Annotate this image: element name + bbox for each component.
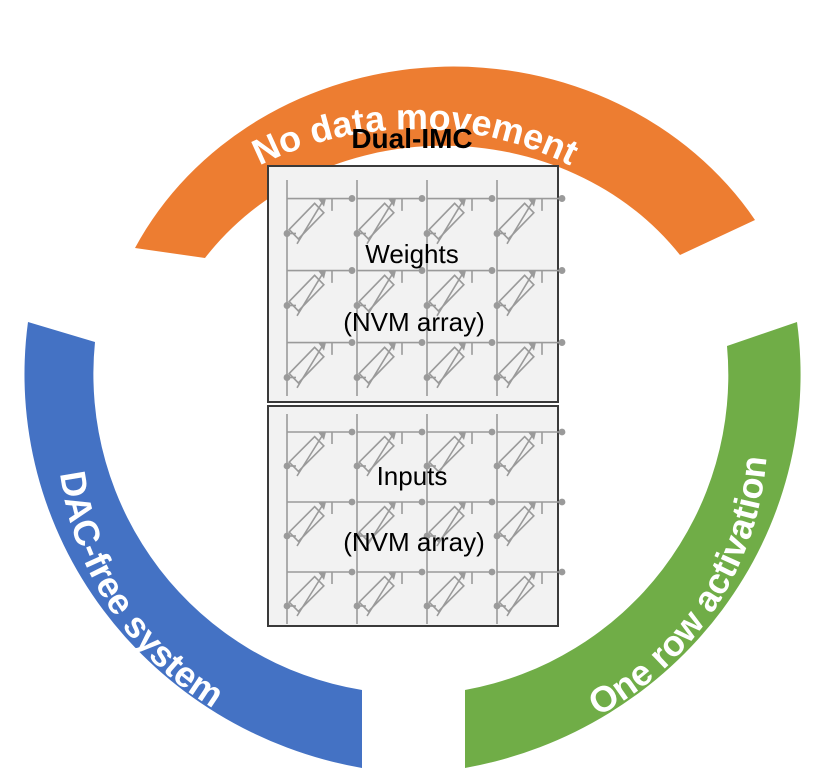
weights-array: Weights (NVM array) bbox=[267, 165, 567, 403]
arc-segment-no-data-movement bbox=[135, 66, 755, 258]
diagram-title: Dual-IMC bbox=[351, 123, 472, 154]
arc-segment-one-row-activation bbox=[465, 322, 801, 768]
inputs-array: Inputs (NVM array) bbox=[267, 405, 567, 627]
inputs-label: Inputs bbox=[377, 461, 448, 491]
weights-label: Weights bbox=[365, 239, 458, 269]
inputs-sublabel: (NVM array) bbox=[343, 527, 485, 557]
arc-segment-dac-free-system bbox=[24, 322, 362, 768]
weights-sublabel: (NVM array) bbox=[343, 307, 485, 337]
